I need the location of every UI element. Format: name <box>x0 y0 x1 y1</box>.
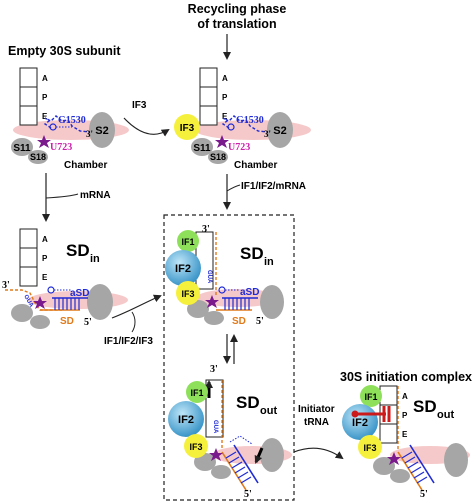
chamber-label: Chamber <box>64 160 107 171</box>
s11-label: S11 <box>13 143 31 154</box>
svg-text:out: out <box>260 405 277 417</box>
svg-text:A: A <box>402 392 408 401</box>
site-stack <box>19 67 38 126</box>
empty-30s-title: Empty 30S subunit <box>8 44 121 58</box>
recycling-title-line1: Recycling phase <box>188 2 287 16</box>
rrna-3prime-tail <box>43 115 91 133</box>
arrow-label-if1-if2-if3: IF1/IF2/IF3 <box>104 336 153 347</box>
svg-text:3': 3' <box>264 129 271 139</box>
svg-text:aSD: aSD <box>240 287 259 298</box>
svg-text:out: out <box>437 409 454 421</box>
svg-text:P: P <box>402 411 408 420</box>
svg-text:5': 5' <box>84 317 92 328</box>
s18-protein <box>28 150 48 164</box>
initiation-complex-title: 30S initiation complex <box>340 370 472 384</box>
rrna-3prime-label: 3' <box>86 129 93 139</box>
svg-text:IF3: IF3 <box>363 443 376 453</box>
svg-text:GUA: GUA <box>212 420 218 434</box>
svg-text:P: P <box>222 93 228 102</box>
panel-empty-30s: A P E S2 S11 S18 Chamber G1530 3' U723 <box>11 67 129 171</box>
svg-text:S2: S2 <box>273 125 286 137</box>
arrow-label-initiator-line1: Initiator <box>298 404 335 415</box>
panel-30s-if3: A P E S2 S11 S18 Chamber IF3 G1530 3' U7… <box>174 67 311 171</box>
panel-sd-out-box: 5' 3' GUA IF1 IF2 IF3 SD out <box>168 364 292 500</box>
svg-text:in: in <box>264 256 274 268</box>
transition-arrows: IF3 mRNA IF1/IF2/mRNA IF1/IF2/IF3 Initia… <box>42 34 344 460</box>
svg-text:Chamber: Chamber <box>234 160 277 171</box>
svg-text:IF3: IF3 <box>189 442 202 452</box>
sd-in-label-box: SD <box>240 244 264 263</box>
svg-text:3': 3' <box>202 224 210 235</box>
dashed-equilibrium-box <box>163 214 295 501</box>
u723-star <box>37 135 51 148</box>
svg-text:5': 5' <box>420 489 428 500</box>
sd-in-label-left: SD <box>66 241 90 260</box>
mrna-strand <box>5 289 62 311</box>
svg-text:in: in <box>90 253 100 265</box>
svg-text:E: E <box>402 430 408 439</box>
svg-text:3': 3' <box>2 280 10 291</box>
svg-text:GUA: GUA <box>206 270 212 284</box>
if3-factor <box>174 114 200 140</box>
s2-protein <box>89 112 115 148</box>
panel-sd-in-left: A P E SD in aSD SD 5' 3' GUA <box>2 228 128 329</box>
asd-label: aSD <box>70 288 89 299</box>
svg-text:S18: S18 <box>210 152 226 162</box>
s2-label: S2 <box>95 125 108 137</box>
svg-text:IF1: IF1 <box>190 388 203 398</box>
svg-text:A: A <box>42 235 48 244</box>
arrow-label-initiator-line2: tRNA <box>304 417 329 428</box>
recycling-title-line2: of translation <box>197 17 276 31</box>
svg-text:A: A <box>222 74 228 83</box>
s18-label: S18 <box>30 152 46 162</box>
if1-factor <box>177 230 199 252</box>
svg-text:IF2: IF2 <box>175 263 191 275</box>
arrow-label-if1-if2-mrna: IF1/IF2/mRNA <box>241 181 306 192</box>
svg-text:SD: SD <box>232 316 246 327</box>
site-p-label: P <box>42 93 48 102</box>
panel-initiation-complex: A P E 5' IF1 IF2 IF3 SD out <box>342 385 470 500</box>
asd-sd-pairing <box>54 298 80 310</box>
if3-factor-box <box>176 281 200 305</box>
svg-text:5': 5' <box>256 316 264 327</box>
arrow-label-if3: IF3 <box>132 100 147 111</box>
svg-text:E: E <box>222 112 228 121</box>
svg-text:G1530: G1530 <box>236 115 264 126</box>
svg-text:U723: U723 <box>228 142 250 153</box>
svg-text:3': 3' <box>210 364 218 375</box>
if2-factor <box>165 250 201 286</box>
g1530-label: G1530 <box>58 115 86 126</box>
sd-out-label-box: SD <box>236 393 260 412</box>
s11-protein <box>11 138 33 156</box>
if3-label: IF3 <box>180 123 195 134</box>
svg-text:P: P <box>42 254 48 263</box>
svg-text:IF1: IF1 <box>181 237 194 247</box>
svg-text:E: E <box>42 273 48 282</box>
svg-text:IF3: IF3 <box>181 289 194 299</box>
svg-text:S11: S11 <box>193 143 211 154</box>
sd-out-label-complex: SD <box>413 397 437 416</box>
svg-text:IF2: IF2 <box>178 414 194 426</box>
initiator-trna <box>356 406 391 422</box>
panel-sd-in-box: aSD SD 5' 3' GUA IF1 IF2 IF3 SD in <box>165 224 284 327</box>
svg-text:IF1: IF1 <box>364 392 377 402</box>
site-a-label: A <box>42 74 48 83</box>
sd-label: SD <box>60 316 74 327</box>
svg-text:IF2: IF2 <box>352 417 368 429</box>
site-e-label: E <box>42 112 48 121</box>
u723-label: U723 <box>50 142 72 153</box>
svg-text:5': 5' <box>244 489 252 500</box>
arrow-label-mrna: mRNA <box>80 190 111 201</box>
